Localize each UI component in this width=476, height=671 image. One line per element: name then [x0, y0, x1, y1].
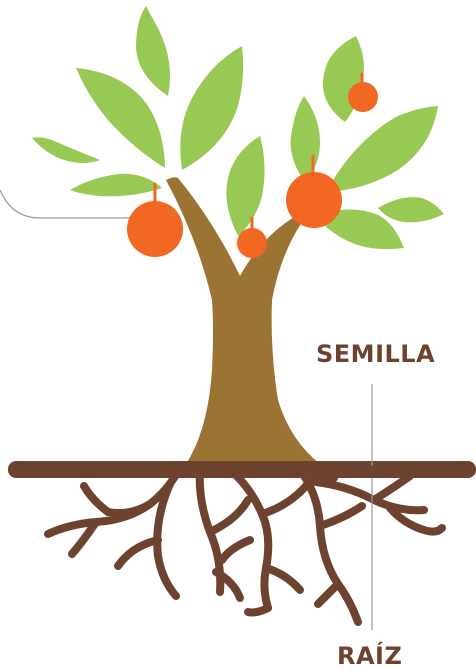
leaf-center-large	[180, 46, 243, 170]
fruit-right	[286, 172, 342, 228]
fruit-top-right	[348, 82, 378, 112]
fruit-center	[237, 228, 267, 258]
label-raiz: RAÍZ	[337, 642, 402, 670]
leaf-large-left	[76, 68, 165, 168]
leaf-right-upper	[291, 96, 320, 182]
leaf-left-middle	[70, 174, 162, 197]
ground-line	[8, 461, 476, 478]
leaves	[32, 6, 444, 249]
leaf-far-left	[32, 137, 100, 163]
roots	[48, 468, 442, 622]
label-semilla: SEMILLA	[316, 340, 435, 368]
leaf-far-right	[378, 197, 444, 222]
leaf-center-small	[226, 136, 264, 236]
leaf-top-left	[136, 6, 170, 96]
fruit-left	[127, 201, 183, 257]
